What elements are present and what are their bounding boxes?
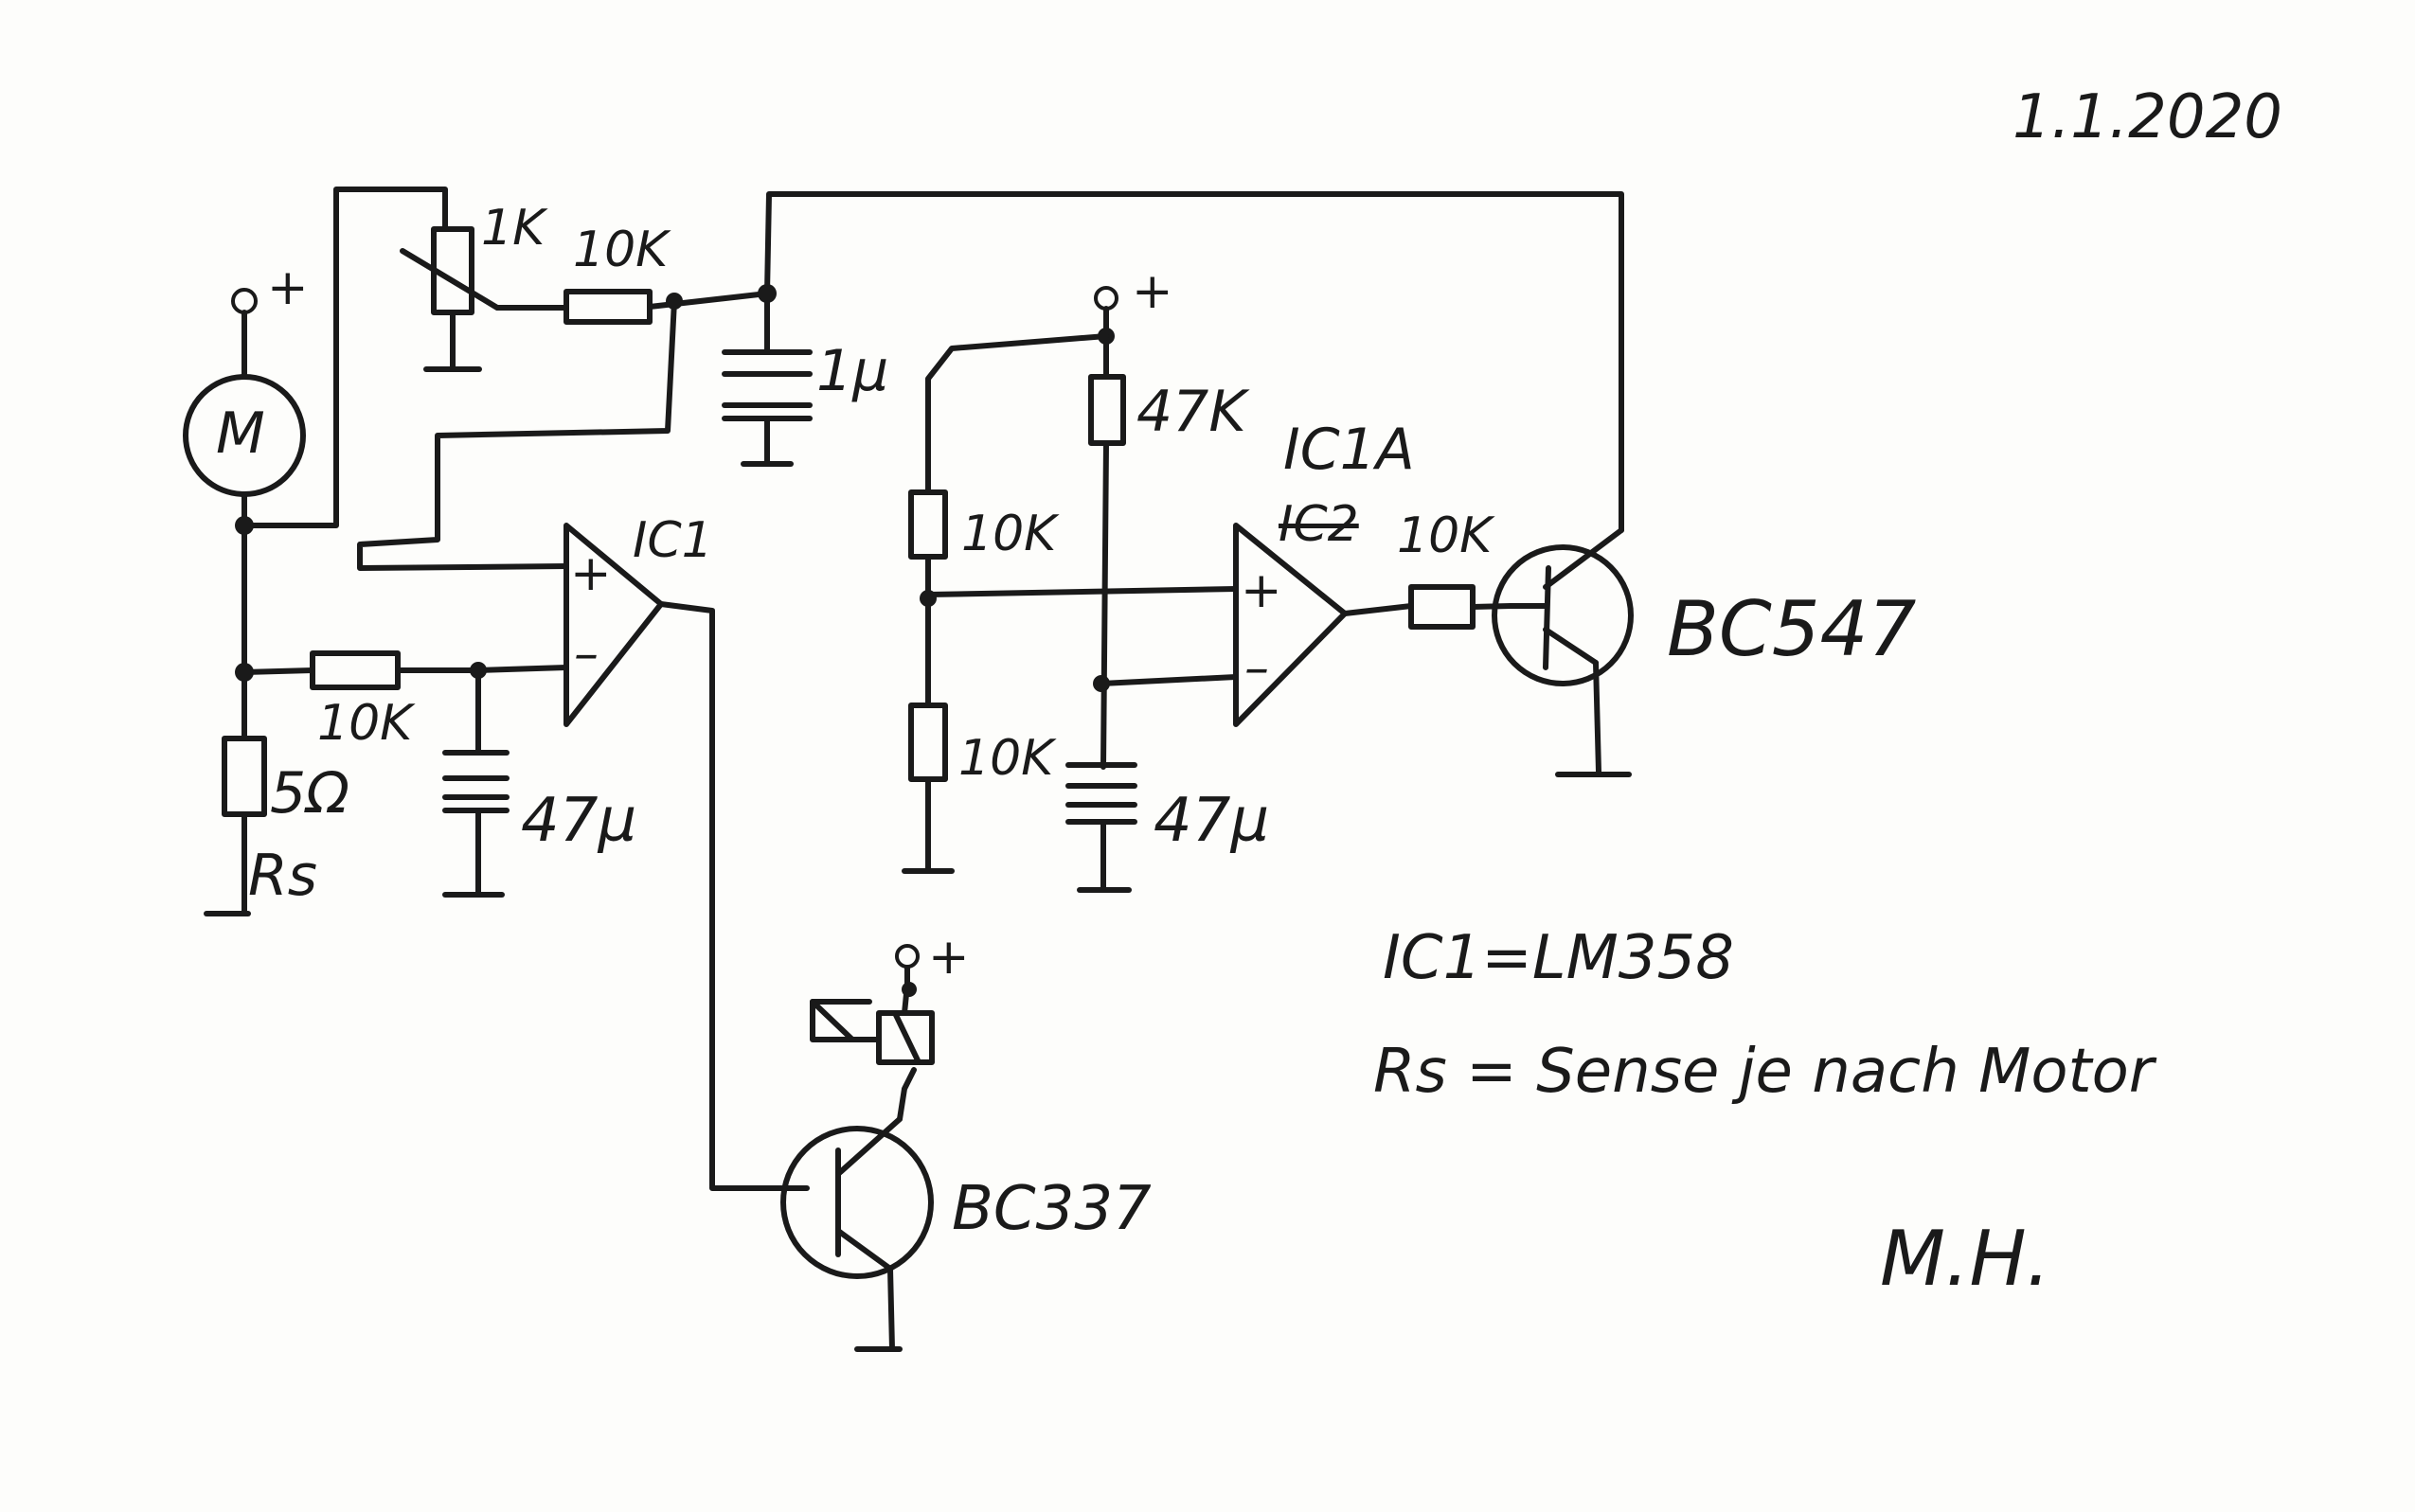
- opamp-triangle: [564, 523, 664, 727]
- opamp-ic1: [564, 523, 810, 1191]
- ic1a-label: IC1A: [1283, 417, 1415, 483]
- transistor-bc547-group: [1492, 527, 1634, 777]
- ic2-struck-label: IC2: [1279, 496, 1359, 553]
- rs-note: Rs = Sense je nach Motor: [1373, 1037, 2155, 1107]
- supply-terminal-motor: [231, 288, 258, 314]
- divider-network: [902, 286, 1239, 893]
- motor-branch: [183, 187, 448, 916]
- resistor-10k-div-bot: [908, 703, 948, 782]
- relay-slash: [892, 1010, 921, 1065]
- wire: [887, 1266, 895, 1352]
- junction-dot: [902, 982, 917, 997]
- resistor-10k-top-label: 10K: [573, 222, 669, 278]
- ic-note: IC1=LM358: [1383, 923, 1734, 993]
- transistor-bc547: [1492, 544, 1634, 686]
- sense-filter: [242, 650, 569, 898]
- relay-driver: [780, 944, 935, 1352]
- wire: [658, 601, 810, 1191]
- relay-contact: [810, 999, 855, 1042]
- pot-1k-label: 1K: [481, 200, 546, 257]
- ic1a-plus-label: +: [1241, 562, 1282, 619]
- motor-label: M: [216, 400, 265, 467]
- bc547-label: BC547: [1667, 585, 1917, 673]
- supply-terminal-right: [1094, 286, 1118, 311]
- wire: [1470, 603, 1513, 610]
- wire: [1100, 440, 1109, 770]
- emitter-lead: [1543, 627, 1599, 666]
- collector-lead: [835, 1116, 903, 1177]
- wire: [925, 333, 1109, 495]
- resistor-10k-low: [310, 650, 401, 690]
- signature: M.H.: [1880, 1215, 2051, 1303]
- opamp-ic1a: [1233, 523, 1513, 727]
- wire: [1099, 674, 1239, 686]
- wire: [242, 187, 448, 528]
- plus-sign-relay: +: [928, 929, 970, 986]
- ic1-label: IC1: [633, 512, 713, 569]
- wire: [242, 667, 315, 675]
- wire: [1342, 603, 1414, 616]
- bc337-label: BC337: [952, 1174, 1152, 1244]
- cap-1u-label: 1µ: [816, 338, 889, 404]
- resistor-10k-base: [1408, 584, 1476, 630]
- resistor-10k-top: [564, 289, 653, 325]
- opamp-triangle: [1233, 523, 1348, 727]
- resistor-10k-div-bot-label: 10K: [958, 730, 1054, 787]
- resistor-47k: [1088, 374, 1126, 446]
- plus-sign-motor: +: [267, 259, 309, 316]
- date-label: 1.1.2020: [2012, 82, 2282, 152]
- resistor-10k-div-top-label: 10K: [961, 506, 1057, 562]
- wire-top-bus: [764, 191, 1624, 533]
- cap-47u-right-label: 47µ: [1154, 786, 1270, 856]
- resistor-47k-label: 47K: [1136, 379, 1246, 445]
- emitter-lead: [835, 1228, 893, 1272]
- plus-sign-right: +: [1132, 263, 1173, 320]
- supply-terminal-relay: [895, 944, 920, 969]
- resistor-rs-value-label: 5Ω: [270, 760, 350, 827]
- transistor-bc337: [780, 1126, 934, 1279]
- wire: [357, 298, 677, 571]
- pot-wiper: [400, 248, 569, 311]
- resistor-rs: [222, 736, 267, 817]
- ic1a-minus-label: –: [1244, 640, 1269, 697]
- cap-47u-left-label: 47µ: [521, 786, 637, 856]
- rs-label: Rs: [248, 843, 317, 909]
- resistor-10k-base-label: 10K: [1397, 507, 1493, 564]
- ic1-minus-label: –: [574, 626, 599, 683]
- wire: [925, 586, 1239, 597]
- wire: [897, 1067, 917, 1122]
- relay-contact: [810, 999, 882, 1042]
- resistor-10k-low-label: 10K: [317, 695, 413, 752]
- wire: [1593, 660, 1601, 774]
- setpoint-network: [357, 191, 1624, 571]
- ic1-plus-label: +: [570, 545, 612, 602]
- collector-lead: [1543, 527, 1624, 590]
- resistor-10k-div-top: [908, 489, 948, 560]
